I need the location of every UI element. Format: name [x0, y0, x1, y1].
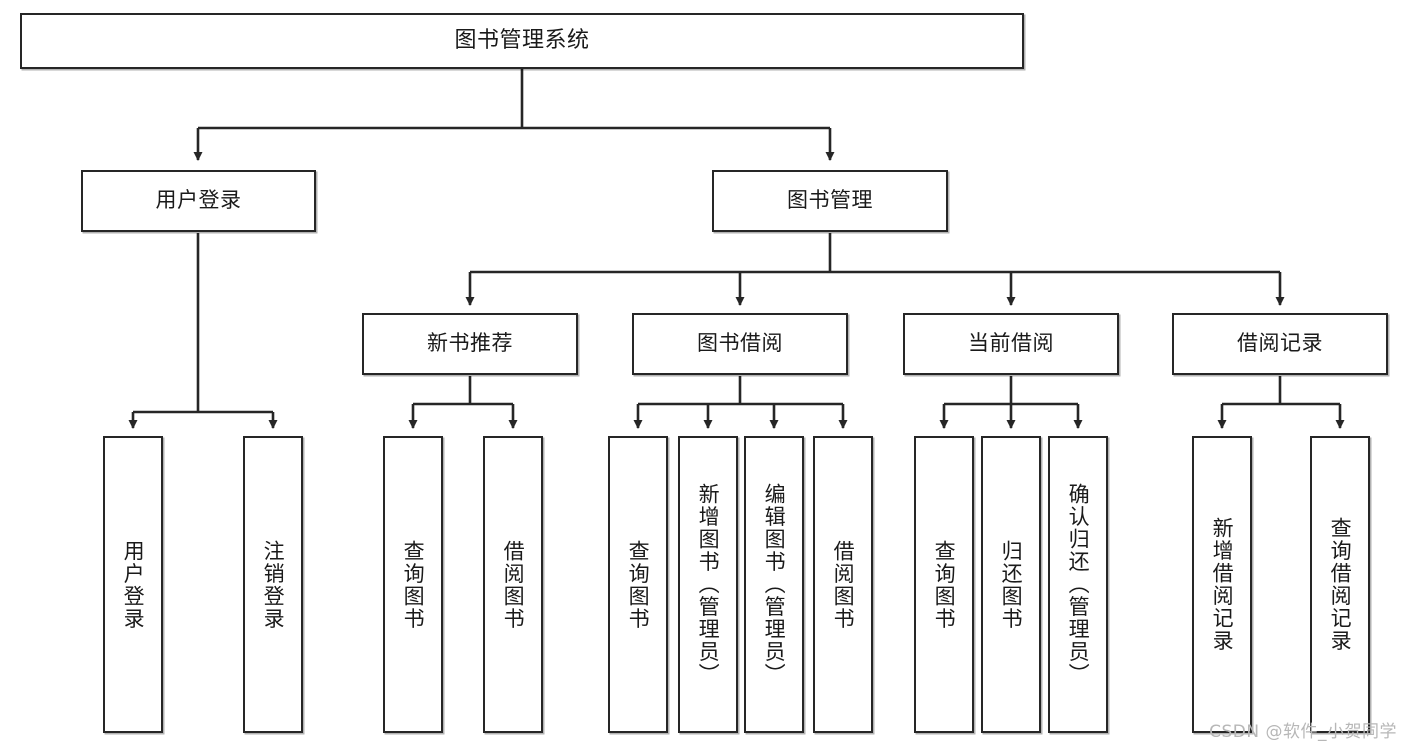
- leaf-add-borrow-record[interactable]: 新增借阅记录: [1192, 436, 1252, 733]
- leaf-query-book-current[interactable]: 查询图书: [914, 436, 974, 733]
- node-label: 归还图书: [999, 539, 1024, 630]
- node-label: 当前借阅: [968, 331, 1054, 356]
- leaf-query-borrow-record[interactable]: 查询借阅记录: [1310, 436, 1370, 733]
- leaf-borrow-book[interactable]: 借阅图书: [813, 436, 873, 733]
- node-user-login[interactable]: 用户登录: [81, 170, 316, 232]
- node-label: 编辑图书（管理员）: [762, 483, 787, 686]
- node-label: 新增借阅记录: [1210, 517, 1235, 652]
- node-label: 注销登录: [261, 539, 286, 630]
- leaf-borrow-book-recommend[interactable]: 借阅图书: [483, 436, 543, 733]
- node-label: 借阅记录: [1237, 331, 1323, 356]
- node-current-borrow[interactable]: 当前借阅: [903, 313, 1119, 375]
- leaf-confirm-return-admin[interactable]: 确认归还（管理员）: [1048, 436, 1108, 733]
- leaf-query-book-recommend[interactable]: 查询图书: [383, 436, 443, 733]
- node-label: 借阅图书: [831, 539, 856, 630]
- node-label: 用户登录: [155, 188, 242, 213]
- leaf-add-book-admin[interactable]: 新增图书（管理员）: [678, 436, 738, 733]
- node-label: 查询图书: [626, 539, 651, 630]
- node-book-borrow[interactable]: 图书借阅: [632, 313, 848, 375]
- node-label: 图书借阅: [697, 331, 783, 356]
- node-label: 用户登录: [121, 539, 146, 630]
- node-label: 图书管理系统: [454, 27, 590, 53]
- node-book-management[interactable]: 图书管理: [712, 170, 948, 232]
- node-label: 确认归还（管理员）: [1066, 483, 1091, 686]
- node-new-book-recommend[interactable]: 新书推荐: [362, 313, 578, 375]
- leaf-user-logout[interactable]: 注销登录: [243, 436, 303, 733]
- node-root-system[interactable]: 图书管理系统: [20, 13, 1024, 69]
- node-label: 新增图书（管理员）: [696, 483, 721, 686]
- leaf-edit-book-admin[interactable]: 编辑图书（管理员）: [744, 436, 804, 733]
- leaf-query-book-borrow[interactable]: 查询图书: [608, 436, 668, 733]
- node-borrow-record[interactable]: 借阅记录: [1172, 313, 1388, 375]
- node-label: 查询借阅记录: [1328, 517, 1353, 652]
- node-label: 借阅图书: [501, 539, 526, 630]
- csdn-watermark: CSDN @软件_小贺同学: [1209, 722, 1397, 742]
- leaf-user-login[interactable]: 用户登录: [103, 436, 163, 733]
- leaf-return-book[interactable]: 归还图书: [981, 436, 1041, 733]
- node-label: 图书管理: [787, 188, 873, 213]
- node-label: 查询图书: [932, 539, 957, 630]
- node-label: 查询图书: [401, 539, 426, 630]
- node-label: 新书推荐: [427, 331, 513, 356]
